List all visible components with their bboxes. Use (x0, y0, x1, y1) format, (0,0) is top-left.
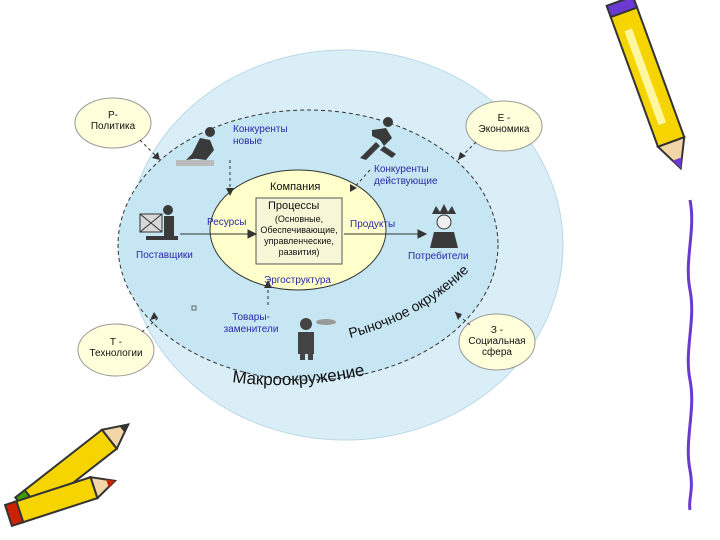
social-circle (458, 313, 536, 371)
supplier-with-boxes-icon (139, 205, 178, 240)
suppliers-label: Поставщики (136, 250, 193, 261)
king-consumer-icon (430, 204, 458, 248)
processes-title: Процессы (268, 200, 320, 212)
small-marker (191, 305, 197, 311)
economy-label: Е - Экономика (478, 113, 530, 135)
pencil-icon (605, 0, 686, 171)
waiter-icon (298, 318, 336, 360)
consumers-label: Потребители (408, 251, 469, 262)
social-label: З - Социальная сфера (468, 325, 526, 358)
flow-arrows (180, 229, 428, 239)
technology-label: Т - Технологии (89, 337, 143, 359)
processes-box (255, 197, 343, 265)
politics-circle (74, 97, 152, 149)
arrowheads (150, 152, 466, 320)
runner-sprinting-icon (360, 117, 396, 160)
resources-label: Ресурсы (207, 217, 247, 228)
politics-label: Р- Политика (90, 110, 136, 132)
economy-circle (465, 100, 543, 152)
decorative-wavy-line (686, 199, 694, 511)
substitutes-label: Товары- заменители (223, 312, 279, 335)
processes-details: (Основные, Обеспечивающие, управленчески… (260, 214, 338, 257)
pencil-icon (3, 475, 118, 528)
new-competitors-label: Конкуренты новые (233, 124, 288, 147)
runner-crouched-icon (176, 127, 215, 166)
products-label: Продукты (350, 219, 396, 230)
existing-competitors-label: Конкуренты действующие (374, 164, 438, 187)
technology-circle (77, 323, 155, 377)
ergostructure-label: Эргоструктура (264, 275, 331, 286)
company-title: Компания (270, 181, 321, 193)
